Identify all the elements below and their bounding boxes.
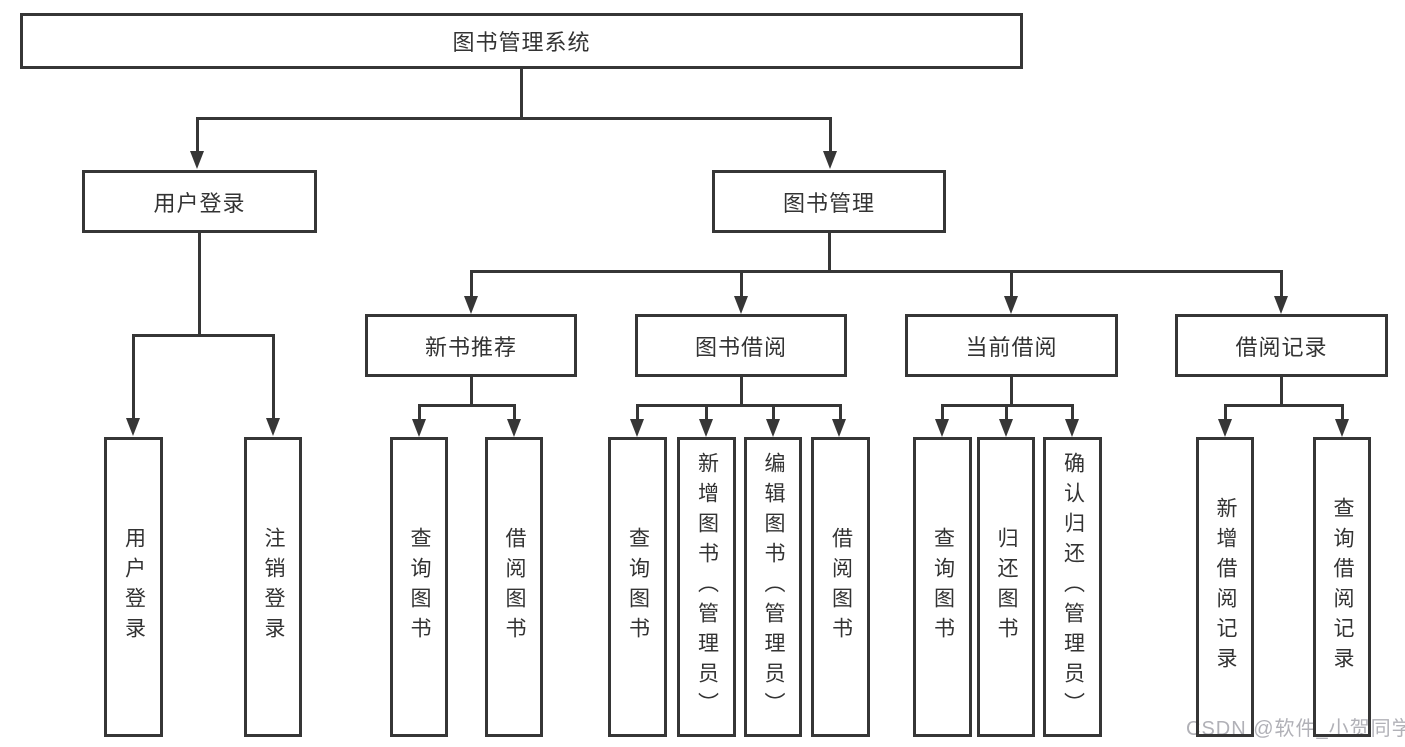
csdn-watermark: CSDN @软件_小贺同学 — [1186, 718, 1405, 740]
node-label: 查询图书 — [626, 527, 650, 647]
leaf-logout: 注销登录 — [244, 437, 302, 737]
arrow-down-icon — [699, 419, 713, 437]
node-label: 编辑图书（管理员） — [762, 452, 785, 722]
leaf-edit-book-admin: 编辑图书（管理员） — [744, 437, 802, 737]
connector-line — [196, 117, 199, 153]
arrow-down-icon — [1004, 296, 1018, 314]
connector-line — [941, 404, 944, 421]
arrow-down-icon — [190, 151, 204, 169]
connector-line — [839, 404, 842, 421]
node-label: 新增借阅记录 — [1214, 497, 1237, 677]
leaf-query-book: 查询图书 — [913, 437, 972, 737]
connector-line — [740, 377, 743, 406]
connector-line — [1005, 404, 1008, 421]
connector-line — [1280, 270, 1283, 298]
node-label: 查询借阅记录 — [1331, 497, 1354, 677]
connector-line — [470, 377, 473, 406]
node-label: 当前借阅 — [965, 334, 1058, 360]
leaf-query-book: 查询图书 — [608, 437, 667, 737]
node-label: 确认归还（管理员） — [1061, 452, 1085, 722]
connector-line — [772, 404, 775, 421]
connector-line — [1071, 404, 1074, 421]
node-label: 查询图书 — [408, 527, 431, 647]
leaf-query-borrow-record: 查询借阅记录 — [1313, 437, 1371, 737]
connector-line — [272, 334, 275, 420]
node-label: 图书管理 — [782, 190, 875, 216]
arrow-down-icon — [1218, 419, 1232, 437]
arrow-down-icon — [126, 418, 140, 436]
connector-line — [132, 334, 135, 420]
arrow-down-icon — [464, 296, 478, 314]
node-book-management: 图书管理 — [712, 170, 946, 233]
arrow-down-icon — [1335, 419, 1349, 437]
connector-line — [196, 117, 832, 120]
connector-line — [418, 404, 421, 421]
connector-line — [1010, 270, 1013, 298]
arrow-down-icon — [935, 419, 949, 437]
connector-line — [418, 404, 516, 407]
node-label: 借阅图书 — [829, 527, 853, 647]
leaf-user-login: 用户登录 — [104, 437, 163, 737]
connector-line — [1010, 377, 1013, 406]
arrow-down-icon — [766, 419, 780, 437]
arrow-down-icon — [832, 419, 846, 437]
connector-line — [636, 404, 639, 421]
leaf-add-borrow-record: 新增借阅记录 — [1196, 437, 1254, 737]
node-label: 借阅记录 — [1235, 334, 1328, 360]
leaf-borrow-book: 借阅图书 — [811, 437, 870, 737]
arrow-down-icon — [630, 419, 644, 437]
connector-line — [198, 233, 201, 336]
leaf-query-book: 查询图书 — [390, 437, 448, 737]
connector-line — [636, 404, 841, 407]
node-label: 借阅图书 — [503, 527, 526, 647]
connector-line — [520, 69, 523, 119]
connector-line — [740, 270, 743, 298]
node-current-borrow: 当前借阅 — [905, 314, 1118, 377]
node-label: 图书管理系统 — [452, 30, 591, 55]
node-label: 用户登录 — [122, 527, 146, 647]
connector-line — [1341, 404, 1344, 421]
node-label: 新增图书（管理员） — [695, 452, 719, 722]
node-label: 注销登录 — [262, 527, 285, 647]
node-label: 用户登录 — [153, 190, 246, 216]
connector-line — [1224, 404, 1227, 421]
leaf-return-book: 归还图书 — [977, 437, 1035, 737]
node-borrow-record: 借阅记录 — [1175, 314, 1388, 377]
leaf-confirm-return-admin: 确认归还（管理员） — [1043, 437, 1102, 737]
arrow-down-icon — [507, 419, 521, 437]
arrow-down-icon — [1065, 419, 1079, 437]
arrow-down-icon — [266, 418, 280, 436]
connector-line — [1224, 404, 1343, 407]
connector-line — [828, 233, 831, 272]
node-new-book-recommend: 新书推荐 — [365, 314, 577, 377]
node-user-login: 用户登录 — [82, 170, 317, 233]
node-library-management-system: 图书管理系统 — [20, 13, 1023, 69]
arrow-down-icon — [412, 419, 426, 437]
connector-line — [513, 404, 516, 421]
node-label: 查询图书 — [931, 527, 955, 647]
node-label: 新书推荐 — [424, 334, 517, 360]
leaf-add-book-admin: 新增图书（管理员） — [677, 437, 736, 737]
connector-line — [829, 117, 832, 153]
node-label: 归还图书 — [995, 527, 1018, 647]
connector-line — [1280, 377, 1283, 406]
arrow-down-icon — [823, 151, 837, 169]
arrow-down-icon — [999, 419, 1013, 437]
leaf-borrow-book: 借阅图书 — [485, 437, 543, 737]
node-label: 图书借阅 — [694, 334, 787, 360]
arrow-down-icon — [734, 296, 748, 314]
connector-line — [705, 404, 708, 421]
node-book-borrow: 图书借阅 — [635, 314, 847, 377]
connector-line — [470, 270, 1281, 273]
connector-line — [470, 270, 473, 298]
connector-line — [132, 334, 274, 337]
arrow-down-icon — [1274, 296, 1288, 314]
